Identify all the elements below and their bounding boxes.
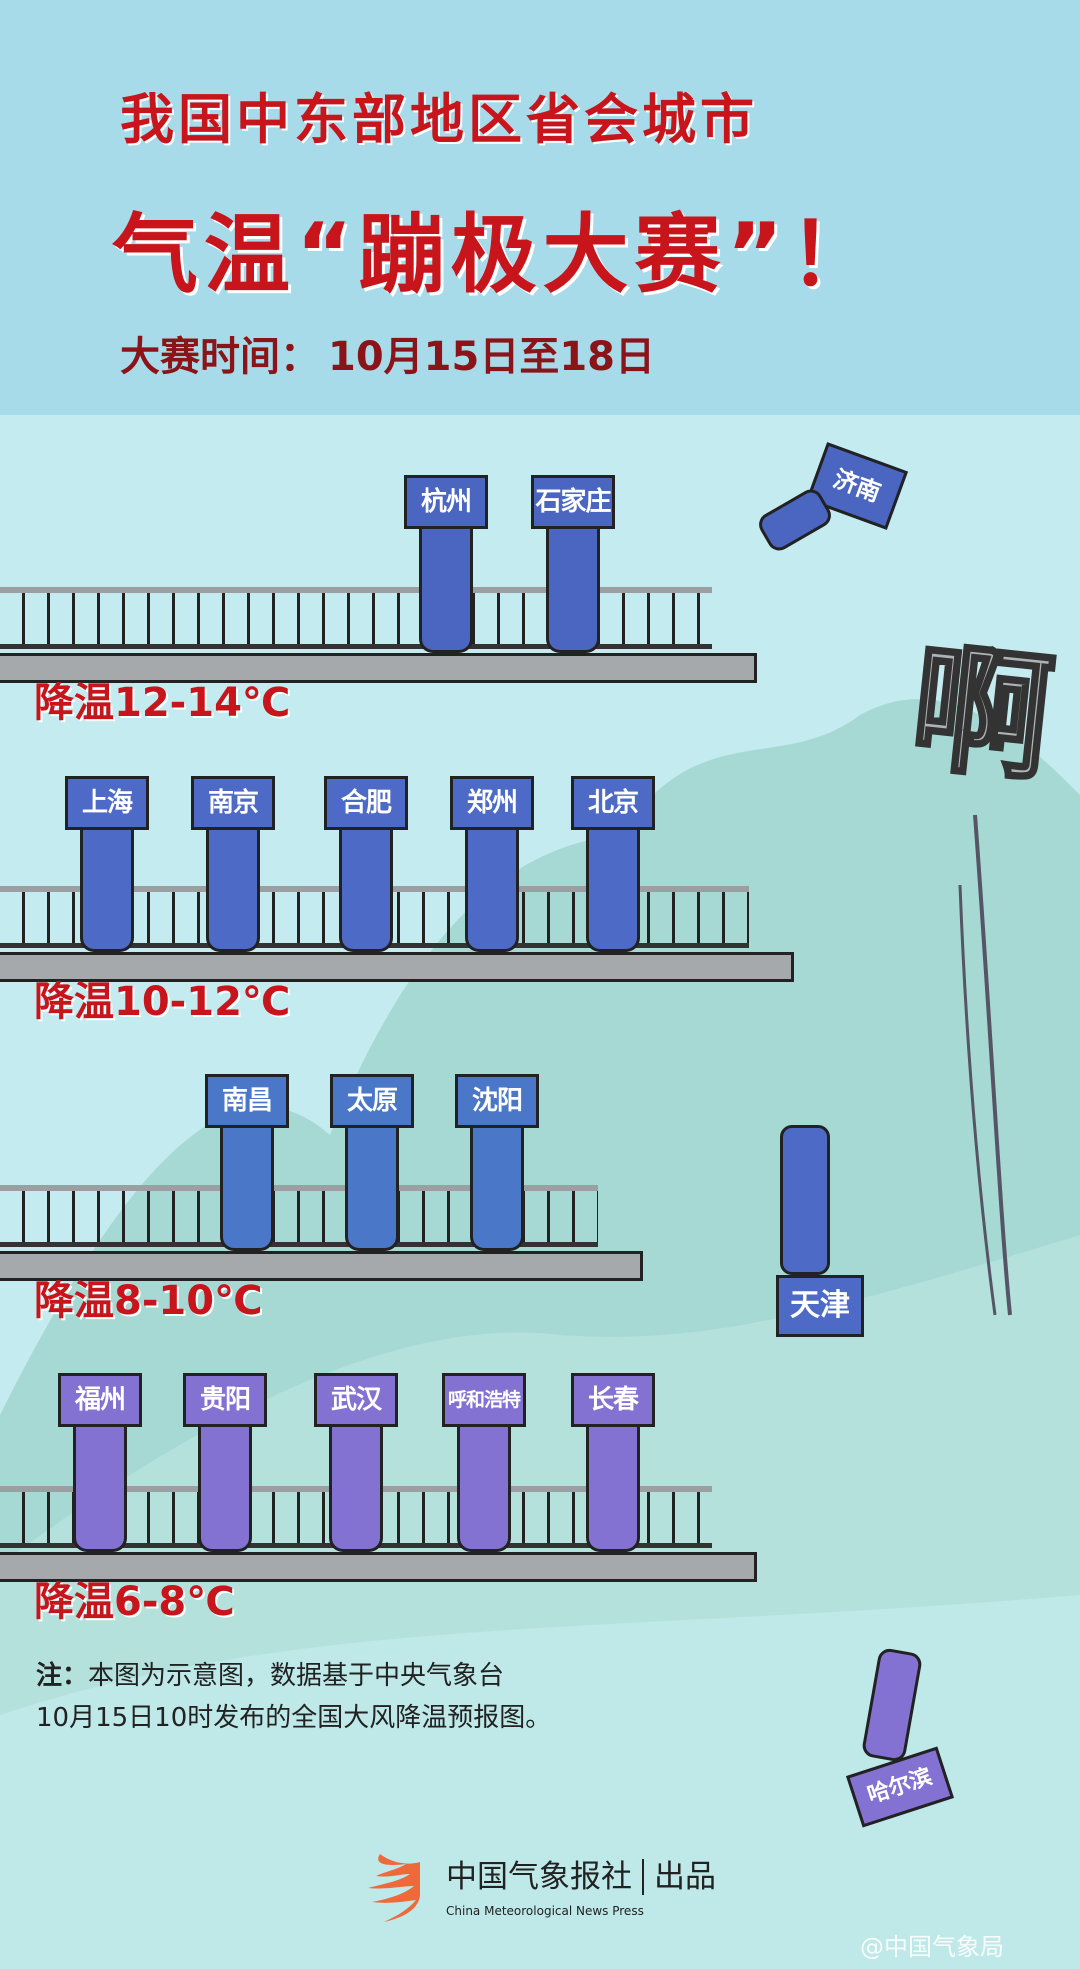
publisher-en: China Meteorological News Press (446, 1904, 644, 1918)
city-box: 南昌 (205, 1074, 289, 1128)
platform (0, 952, 794, 982)
publisher-logo-icon (368, 1854, 420, 1922)
city-box: 太原 (330, 1074, 414, 1128)
city-box: 郑州 (450, 776, 534, 830)
date-value: 10月15日至18日 (328, 334, 655, 380)
figure-body (206, 830, 260, 952)
city-box: 南京 (191, 776, 275, 830)
platform (0, 653, 757, 683)
cooling-range-label: 降温6-8℃ (34, 1579, 235, 1625)
figure-body (345, 1128, 399, 1251)
divider (642, 1859, 644, 1895)
figure-body (198, 1427, 252, 1552)
publisher-name: 中国气象报社出品 (446, 1858, 716, 1896)
city-figure: 南京 (191, 776, 275, 952)
figure-body (73, 1427, 127, 1552)
cooling-range-label: 降温8-10℃ (34, 1278, 263, 1324)
city-box: 石家庄 (531, 475, 615, 529)
mountains-background (0, 699, 1080, 1969)
header-band (0, 0, 1080, 415)
figure-body (546, 529, 600, 653)
city-figure: 福州 (58, 1373, 142, 1552)
figure-body (457, 1427, 511, 1552)
city-box: 武汉 (314, 1373, 398, 1427)
date-label: 大赛时间： (120, 334, 320, 380)
weibo-watermark: @中国气象局 (860, 1933, 1004, 1961)
figure-body (470, 1128, 524, 1251)
figure-body (419, 529, 473, 653)
platform (0, 1251, 643, 1281)
jumper-city-box: 天津 (776, 1275, 864, 1337)
figure-body (329, 1427, 383, 1552)
note-prefix: 注： (36, 1661, 89, 1691)
publisher-cn: 中国气象报社 (446, 1859, 632, 1895)
city-box: 合肥 (324, 776, 408, 830)
city-box: 沈阳 (455, 1074, 539, 1128)
city-box: 呼和浩特 (442, 1373, 526, 1427)
city-figure: 上海 (65, 776, 149, 952)
city-figure: 沈阳 (455, 1074, 539, 1251)
cooling-range-label: 降温12-14℃ (34, 680, 291, 726)
figure-body (339, 830, 393, 952)
note-line-2: 10月15日10时发布的全国大风降温预报图。 (36, 1703, 552, 1733)
city-figure: 石家庄 (531, 475, 615, 653)
note-text-1: 本图为示意图，数据基于中央气象台 (88, 1661, 505, 1691)
date-line: 大赛时间：10月15日至18日 (120, 333, 655, 381)
city-box: 福州 (58, 1373, 142, 1427)
jumper-body (780, 1125, 830, 1275)
title-line-2: 气温“蹦极大赛”！ (112, 205, 882, 305)
city-box: 上海 (65, 776, 149, 830)
city-box: 北京 (571, 776, 655, 830)
city-box: 长春 (571, 1373, 655, 1427)
city-figure: 武汉 (314, 1373, 398, 1552)
exclamation-ah: 啊 (902, 625, 1061, 805)
figure-body (220, 1128, 274, 1251)
city-figure: 郑州 (450, 776, 534, 952)
platform (0, 1552, 757, 1582)
city-figure: 贵阳 (183, 1373, 267, 1552)
cooling-range-label: 降温10-12℃ (34, 979, 291, 1025)
city-box: 杭州 (404, 475, 488, 529)
city-figure: 合肥 (324, 776, 408, 952)
figure-body (80, 830, 134, 952)
city-figure: 南昌 (205, 1074, 289, 1251)
figure-body (586, 1427, 640, 1552)
figure-body (465, 830, 519, 952)
title-line-1: 我国中东部地区省会城市 (120, 88, 758, 151)
city-box: 贵阳 (183, 1373, 267, 1427)
publisher-suffix: 出品 (654, 1859, 716, 1895)
figure-body (586, 830, 640, 952)
city-figure: 呼和浩特 (442, 1373, 526, 1552)
city-figure: 杭州 (404, 475, 488, 653)
city-figure: 太原 (330, 1074, 414, 1251)
note-line-1: 注：本图为示意图，数据基于中央气象台 (36, 1660, 504, 1692)
city-figure: 北京 (571, 776, 655, 952)
city-figure: 长春 (571, 1373, 655, 1552)
